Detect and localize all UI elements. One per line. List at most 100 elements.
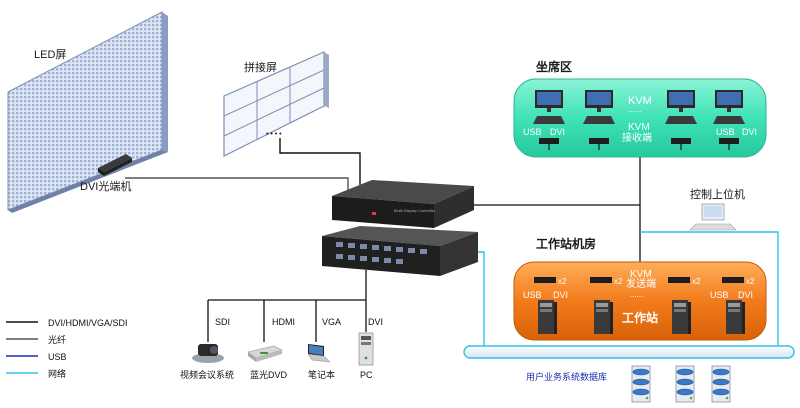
legend-label: 网络 [48,368,66,379]
source-3: VGA 笔记本 [307,317,341,380]
source-conn-label: VGA [322,317,341,327]
legend-item: USB [6,352,67,362]
dvi-transceiver-label: DVI光端机 [80,179,131,193]
seat-workstation-1 [533,90,565,150]
source-name-label: 视频会议系统 [180,369,234,380]
bluray-dvd-icon [247,345,283,362]
database-icon-1 [631,365,651,403]
seat-workstation-3 [665,90,697,150]
ws-dots: ...... [630,290,643,299]
source-conn-label: HDMI [272,317,295,327]
kvm-sender-box [722,277,744,283]
splice-screen: 拼接屏 • • • • [223,51,329,157]
matrix-switcher: Multi-Display Controller [322,180,478,276]
fiber-cable [125,177,349,190]
kvm-receiver-label: KVM 接收端 [622,122,652,144]
seat-dvi-label: DVI [550,127,565,137]
x2-label: x2 [558,277,567,286]
splice-cable [279,138,361,185]
pc-tower-icon [358,332,374,366]
led-screen-label: LED屏 [34,48,66,61]
kvm-receiver-line1: KVM [628,122,650,133]
seat-stations [533,90,745,150]
kvm-receiver-box [589,138,609,144]
control-network-cable [640,231,779,348]
ws-stations: x2 x2 x2 x2 [534,277,755,334]
dvi-transceiver: DVI光端机 [80,154,132,193]
server-tower-icon [594,300,610,334]
ws-usb-label-2: USB [710,290,729,300]
server-tower-icon [726,300,742,334]
ws-dvi-label: DVI [553,290,568,300]
legend: DVI/HDMI/VGA/SDI 光纤 USB 网络 [6,318,128,379]
keyboard-icon [583,116,615,124]
legend-label: USB [48,352,67,362]
kvm-sender-line1: KVM [630,269,652,280]
source-name-label: 笔记本 [308,369,335,380]
source-conn-label: SDI [215,317,230,327]
legend-item: 网络 [6,368,66,379]
source-2: HDMI 蓝光DVD [247,317,295,380]
server-tower-icon [672,300,688,334]
database-icon-2 [675,365,695,403]
kvm-receiver-box [671,138,691,144]
ws-workstation-3: x2 [668,277,701,334]
source-name-label: PC [360,370,373,380]
kvm-receiver-line2: 接收端 [622,131,652,144]
database-servers [631,365,731,403]
kvm-sender-line2: 发送端 [626,277,656,290]
ws-workstation-2: x2 [590,277,623,334]
ws-workstation-1: x2 [534,277,567,334]
x2-label: x2 [692,277,701,286]
source-1: SDI 视频会议系统 [180,317,234,380]
video-conference-icon [192,344,224,363]
keyboard-icon [533,116,565,124]
database-icon-3 [711,365,731,403]
splice-screen-dots: • • • • [266,131,282,138]
kvm-sender-box [590,277,612,283]
source-name-label: 蓝光DVD [250,369,288,380]
ws-workstation-4: x2 [722,277,755,334]
source-4: DVI PC [358,317,383,380]
server-tower-icon [538,300,554,334]
kvm-sender-box [668,277,690,283]
user-db-label: 用户业务系统数据库 [526,371,607,382]
legend-item: 光纤 [6,334,66,345]
workstation-room-title: 工作站机房 [536,236,596,251]
workstation-label: 工作站 [622,310,658,325]
control-pc: 控制上位机 [689,187,745,231]
svg-text:Multi-Display Controller: Multi-Display Controller [394,208,436,213]
legend-item: DVI/HDMI/VGA/SDI [6,318,128,328]
x2-label: x2 [614,277,623,286]
control-pc-label: 控制上位机 [690,187,745,201]
matrix-network-cable [470,251,485,348]
seating-zone: 坐席区 KVM ...... KVM 接收端 USB DVI USB DVI [513,59,767,158]
legend-label: DVI/HDMI/VGA/SDI [48,318,128,328]
laptop-icon [307,344,331,363]
seat-usb-label-2: USB [716,127,735,137]
kvm-sender-box [534,277,556,283]
seat-usb-label: USB [523,127,542,137]
legend-label: 光纤 [48,334,66,345]
ws-usb-label: USB [523,290,542,300]
network-backbone: 用户业务系统数据库 [463,345,795,403]
kvm-receiver-box [539,138,559,144]
source-devices: SDI 视频会议系统 HDMI 蓝光DVD VGA 笔记本 DVI PC [180,317,383,380]
kvm-receiver-box [719,138,739,144]
x2-label: x2 [746,277,755,286]
seat-dvi-label-2: DVI [742,127,757,137]
source-conn-label: DVI [368,317,383,327]
kvm-sender-label: KVM 发送端 [626,269,656,290]
ws-dvi-label-2: DVI [738,290,753,300]
workstation-room: 工作站机房 KVM 发送端 ...... 工作站 USB DVI USB DVI… [513,236,767,341]
keyboard-icon [713,116,745,124]
splice-screen-label: 拼接屏 [244,60,277,74]
seating-kvm-label: KVM [628,95,652,107]
keyboard-icon [665,116,697,124]
seat-workstation-4 [713,90,745,150]
seat-workstation-2 [583,90,615,150]
seating-zone-title: 坐席区 [536,59,572,74]
seating-dots: ...... [628,105,641,114]
